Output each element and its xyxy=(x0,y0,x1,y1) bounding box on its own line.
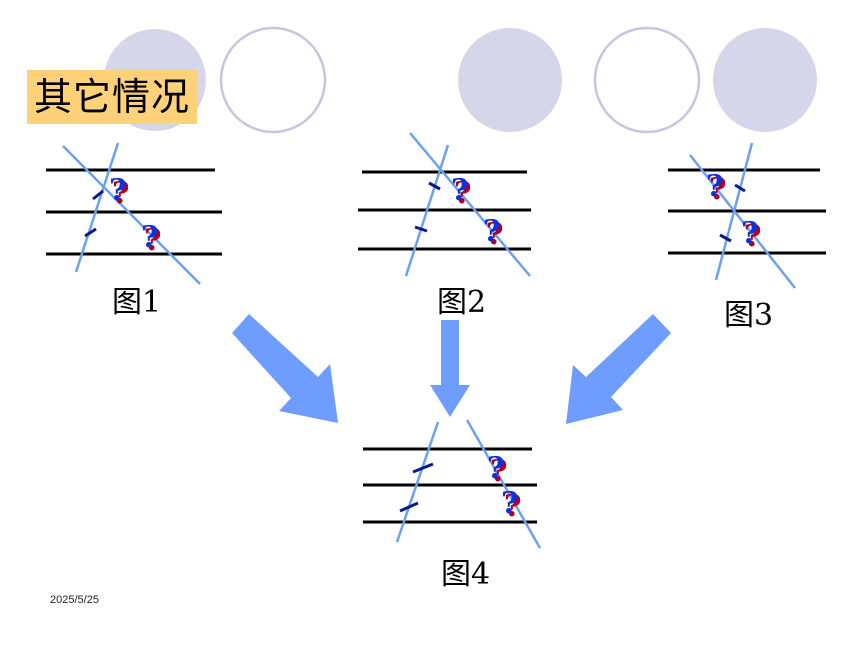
question-mark-6: ? ? xyxy=(741,216,762,254)
figure-3-label: 图3 xyxy=(724,298,774,333)
question-mark-8: ? ? xyxy=(501,486,522,524)
fig1-transversal-1 xyxy=(74,142,120,273)
fig2-tick-2 xyxy=(414,225,428,233)
figure-2-label: 图2 xyxy=(437,285,487,320)
fig2-transversal-1 xyxy=(404,144,450,277)
figure-4-label: 图4 xyxy=(441,557,491,592)
fig4-tick-2 xyxy=(399,501,419,513)
question-mark-shadow: ? xyxy=(490,454,508,489)
figure-1-diagram xyxy=(46,142,222,285)
question-mark-4: ? ? xyxy=(483,214,504,252)
question-mark-5: ? ? xyxy=(706,169,727,207)
circle-filled-2 xyxy=(458,28,562,132)
fig1-transversal-2 xyxy=(62,145,201,285)
question-mark-glyph: ? xyxy=(451,173,469,208)
circle-outline-1 xyxy=(219,26,327,134)
question-mark-glyph: ? xyxy=(483,214,501,249)
question-mark-shadow: ? xyxy=(454,176,472,211)
question-mark-shadow: ? xyxy=(144,223,162,258)
question-mark-7: ? ? xyxy=(487,451,508,489)
question-mark-shadow: ? xyxy=(709,172,727,207)
question-mark-shadow: ? xyxy=(504,489,522,524)
decorative-circles xyxy=(104,26,817,134)
figure-2-diagram xyxy=(358,132,531,277)
question-marks: ? ? ? ? ? ? ? ? ? ? ? ? xyxy=(109,169,762,524)
circle-filled-3 xyxy=(713,28,817,132)
fig3-tick-2 xyxy=(719,233,732,243)
question-mark-shadow: ? xyxy=(112,176,130,211)
question-mark-glyph: ? xyxy=(109,173,127,208)
question-mark-1: ? ? xyxy=(109,173,130,211)
question-mark-shadow: ? xyxy=(486,217,504,252)
fig1-tick-2 xyxy=(84,227,97,238)
slide-title: 其它情况 xyxy=(27,70,197,124)
question-mark-glyph: ? xyxy=(141,220,159,255)
figure-3-diagram xyxy=(668,142,826,289)
question-mark-glyph: ? xyxy=(501,486,519,521)
fig3-tick-1 xyxy=(734,183,746,193)
fig2-tick-1 xyxy=(428,181,441,191)
fig2-transversal-2 xyxy=(409,132,531,277)
question-mark-3: ? ? xyxy=(451,173,472,211)
circle-outline-2 xyxy=(593,26,701,134)
question-mark-glyph: ? xyxy=(741,216,759,251)
fig4-tick-1 xyxy=(412,462,434,474)
fig3-transversal-2 xyxy=(689,154,796,289)
question-mark-shadow: ? xyxy=(744,219,762,254)
arrow-down-left xyxy=(566,314,671,424)
question-mark-glyph: ? xyxy=(706,169,724,204)
figure-4-diagram xyxy=(363,419,542,549)
arrows xyxy=(232,314,671,424)
fig4-transversal-2 xyxy=(465,419,542,549)
question-mark-glyph: ? xyxy=(487,451,505,486)
figure-1-label: 图1 xyxy=(112,285,162,320)
fig4-transversal-1 xyxy=(395,421,440,543)
question-mark-2: ? ? xyxy=(141,220,162,258)
arrow-down xyxy=(430,320,470,417)
fig1-tick-1 xyxy=(92,189,104,201)
slide-date: 2025/5/25 xyxy=(50,594,99,606)
arrow-down-right xyxy=(232,314,338,423)
